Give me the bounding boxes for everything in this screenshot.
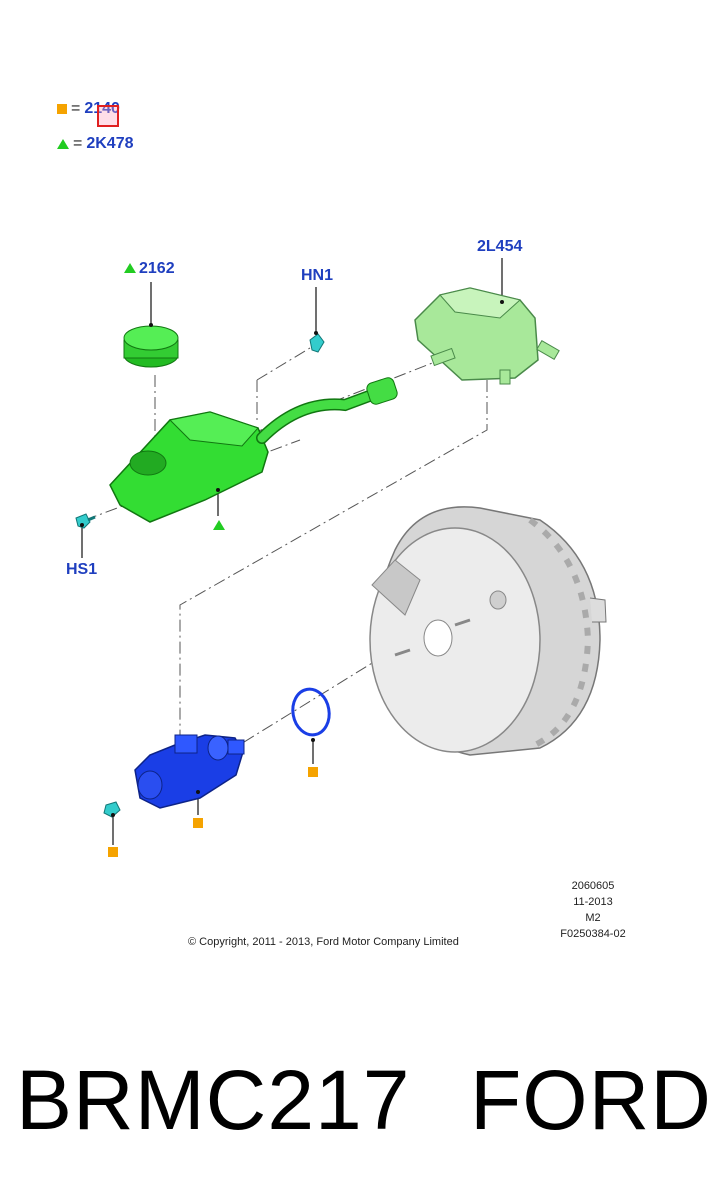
legend-equals: = — [71, 100, 81, 117]
reservoir-cap — [123, 325, 179, 368]
brake-assembly-diagram — [75, 258, 607, 857]
callout-screw-top-label[interactable]: HN1 — [301, 267, 334, 284]
selection-highlight-box — [97, 105, 119, 127]
fluid-reservoir — [109, 377, 398, 523]
part-number-title: BRMC217 — [16, 1053, 411, 1147]
drawing-meta: 2060605 11-2013 M2 F0250384-02 — [553, 878, 633, 942]
brand-title: FORD — [470, 1053, 708, 1147]
legend-equals: = — [73, 135, 83, 152]
meta-figure-id: F0250384-02 — [560, 928, 626, 940]
legend-code-2140[interactable]: 2140 — [84, 100, 120, 117]
meta-drawing-number: 2060605 — [571, 880, 615, 892]
callout-screw-left-label[interactable]: HS1 — [66, 561, 98, 578]
screw-hs1 — [75, 513, 96, 529]
callout-cap-label[interactable]: 2162 — [139, 260, 175, 277]
legend-row-2140: = 2140 — [57, 100, 120, 118]
green-triangle-icon — [57, 139, 69, 149]
brake-booster — [369, 506, 607, 756]
legend-code-2K478[interactable]: 2K478 — [86, 135, 134, 152]
part-markers — [108, 263, 318, 857]
legend-row-2K478: = 2K478 — [57, 135, 134, 153]
nut-bottom — [103, 801, 121, 818]
copyright-text: © Copyright, 2011 - 2013, Ford Motor Com… — [188, 936, 459, 948]
callout-reservoir-label[interactable]: 2L454 — [477, 238, 523, 255]
leader-dots — [80, 300, 504, 817]
meta-revision: M2 — [585, 912, 601, 924]
meta-date: 11-2013 — [573, 896, 613, 908]
orange-square-icon — [57, 104, 67, 114]
master-cylinder — [134, 734, 245, 809]
expansion-tank — [414, 287, 560, 385]
screw-hn1 — [309, 333, 325, 353]
callout-leaders — [81, 258, 503, 845]
o-ring-seal — [291, 687, 331, 737]
